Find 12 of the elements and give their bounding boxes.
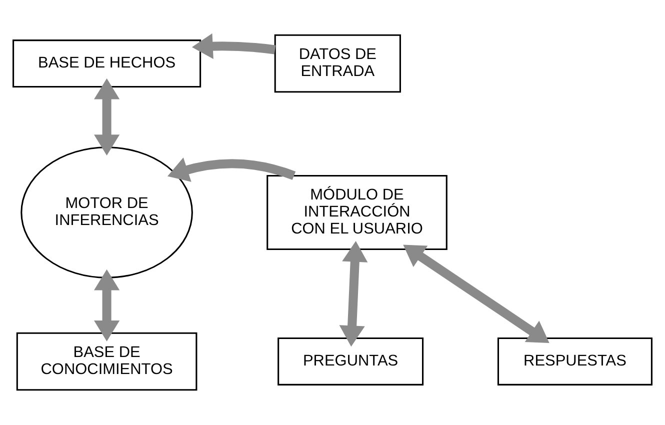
node-box: BASE DE CONOCIMIENTOS (16, 332, 198, 391)
arrow (94, 269, 120, 342)
node-box: RESPUESTAS (497, 337, 652, 386)
node-box: DATOS DE ENTRADA (274, 34, 401, 93)
node-box: MÓDULO DE INTERACCIÓN CON EL USUARIO (266, 174, 448, 250)
arrow (339, 240, 368, 347)
arrow (403, 244, 550, 343)
node-box: PREGUNTAS (278, 337, 424, 386)
arrow (168, 158, 296, 182)
node-box: BASE DE HECHOS (12, 40, 202, 88)
arrow (192, 33, 276, 59)
arrow (94, 78, 120, 156)
